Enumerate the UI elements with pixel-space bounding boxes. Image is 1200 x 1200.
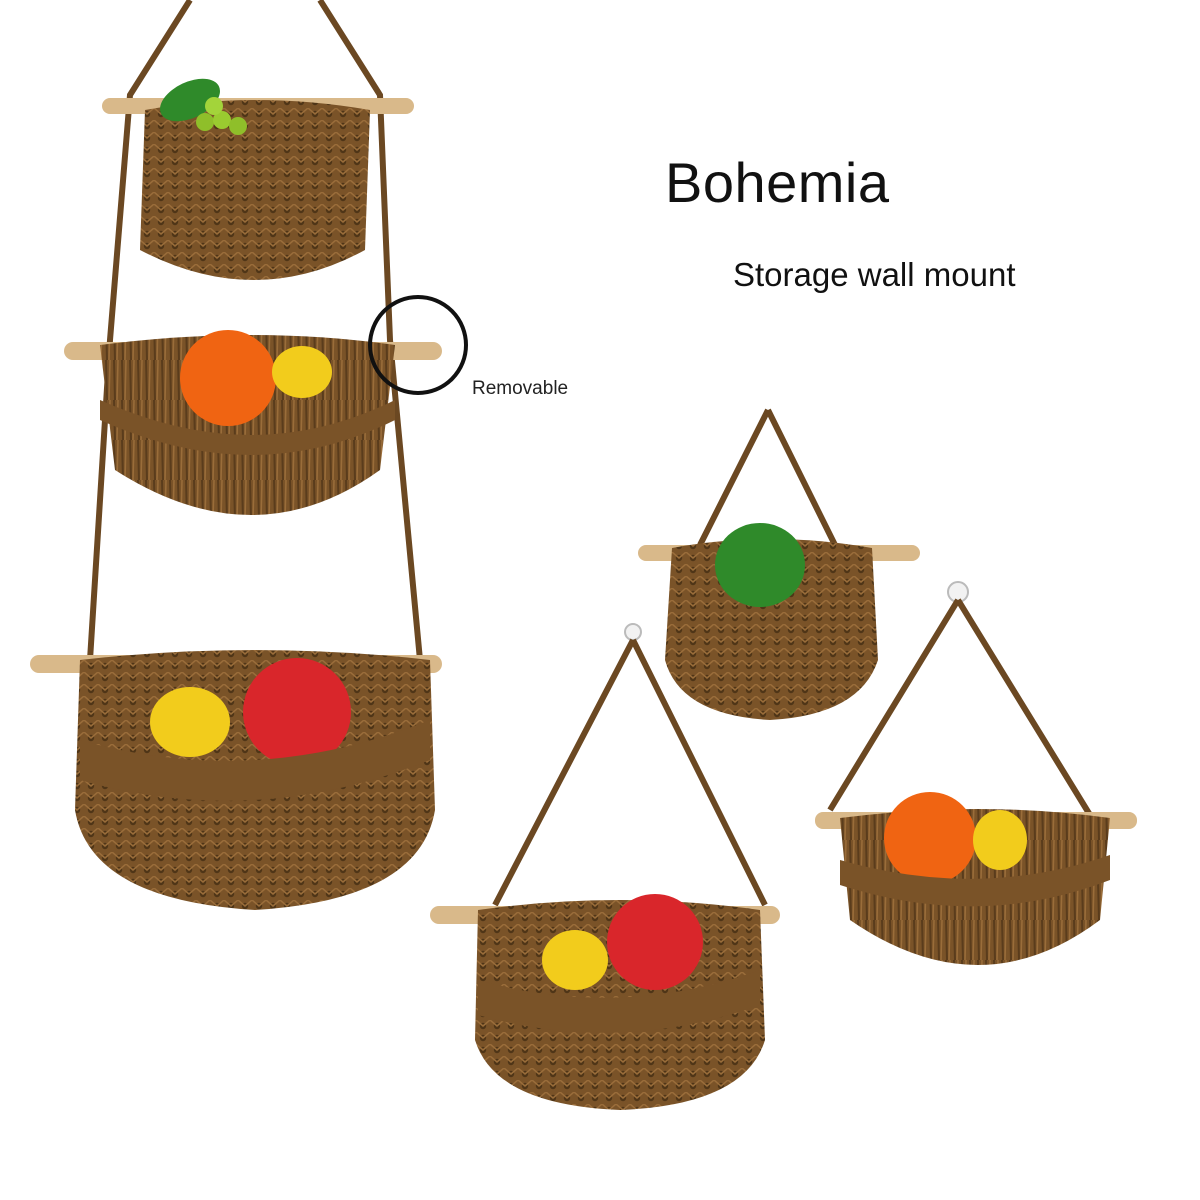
lemon-fruit [150, 687, 230, 757]
hanging-rope-right [317, 0, 423, 661]
orange-fruit [884, 792, 976, 884]
removable-callout-circle [368, 295, 468, 395]
orange-basket [815, 598, 1137, 965]
apple-basket [430, 638, 780, 1110]
leaf-icon [160, 78, 220, 122]
lemon-fruit [973, 810, 1027, 870]
grapes-icon [196, 97, 247, 135]
hanging-rope-left [87, 0, 193, 661]
apple-fruit [243, 658, 351, 766]
small-basket-leaf [638, 408, 920, 720]
lemon-fruit [272, 346, 332, 398]
wall-hook-icon [947, 581, 969, 603]
orange-fruit [180, 330, 276, 426]
product-subtitle: Storage wall mount [733, 256, 1016, 293]
apple-fruit [607, 894, 703, 990]
removable-label: Removable [472, 378, 569, 399]
lemon-fruit [542, 930, 608, 990]
basket-top [140, 100, 370, 280]
three-tier-basket [30, 0, 468, 910]
wall-hook-icon [624, 623, 642, 641]
product-title: Bohemia [665, 151, 890, 214]
leaf-icon [715, 523, 805, 607]
